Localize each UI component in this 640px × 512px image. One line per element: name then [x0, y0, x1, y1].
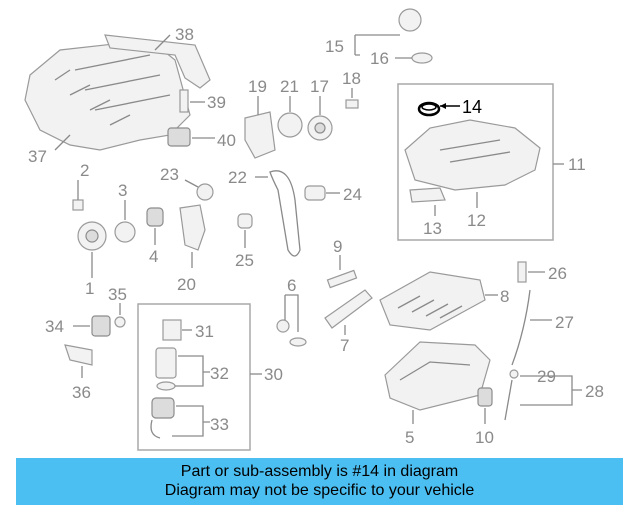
callout-32[interactable]: 32 [210, 364, 229, 383]
part-29[interactable] [504, 369, 519, 421]
part-20[interactable] [179, 204, 206, 251]
callout-1[interactable]: 1 [85, 279, 94, 298]
part-31[interactable] [162, 319, 182, 341]
callout-39[interactable]: 39 [207, 93, 226, 112]
part-14-seal[interactable] [417, 101, 441, 117]
part-21[interactable] [277, 112, 303, 138]
part-35[interactable] [114, 316, 126, 328]
callout-21[interactable]: 21 [280, 77, 299, 96]
part-10[interactable] [477, 387, 493, 407]
callout-14[interactable]: 14 [462, 97, 482, 117]
banner-line-disclaimer: Diagram may not be specific to your vehi… [164, 482, 475, 499]
callout-17[interactable]: 17 [310, 77, 329, 96]
part-valve-cover[interactable] [404, 119, 541, 191]
part-33-housing[interactable] [150, 397, 175, 439]
banner-line-part-info: Part or sub-assembly is #14 in diagram [180, 463, 459, 480]
callout-40[interactable]: 40 [217, 131, 236, 150]
part-32-filter[interactable] [155, 347, 177, 391]
callout-35[interactable]: 35 [108, 285, 127, 304]
part-18[interactable] [345, 99, 359, 109]
callout-6[interactable]: 6 [287, 276, 296, 295]
part-intake-manifold[interactable] [24, 39, 191, 151]
callout-30[interactable]: 30 [264, 365, 283, 384]
part-intake-gasket[interactable] [104, 34, 211, 89]
part-1-pulley[interactable] [77, 221, 107, 251]
info-banner: Part or sub-assembly is #14 in diagram D… [16, 458, 623, 505]
part-4[interactable] [146, 207, 164, 227]
callout-9[interactable]: 9 [333, 237, 342, 256]
part-40[interactable] [167, 127, 191, 147]
part-34[interactable] [91, 315, 111, 337]
callout-23[interactable]: 23 [160, 165, 179, 184]
part-27-dipstick-tube[interactable] [511, 289, 531, 366]
part-7[interactable] [324, 289, 373, 329]
callout-33[interactable]: 33 [210, 415, 229, 434]
part-26[interactable] [517, 261, 527, 283]
valve-cover-assembly-box [397, 83, 554, 241]
exploded-parts-diagram: 37 38 39 40 2 1 3 4 20 [24, 8, 604, 451]
part-23[interactable] [196, 183, 214, 201]
callout-31[interactable]: 31 [195, 322, 214, 341]
callout-5[interactable]: 5 [405, 428, 414, 447]
callout-4[interactable]: 4 [149, 247, 158, 266]
callout-27[interactable]: 27 [555, 313, 574, 332]
callout-26[interactable]: 26 [548, 264, 567, 283]
part-22-belt[interactable] [269, 170, 301, 257]
part-6[interactable] [276, 319, 307, 347]
callout-25[interactable]: 25 [235, 251, 254, 270]
part-9[interactable] [326, 269, 358, 289]
part-13[interactable] [409, 187, 446, 203]
callout-11[interactable]: 11 [568, 155, 586, 174]
callout-13[interactable]: 13 [423, 219, 442, 238]
callout-29[interactable]: 29 [537, 367, 556, 386]
callout-19[interactable]: 19 [248, 77, 267, 96]
part-39[interactable] [179, 89, 189, 113]
part-19[interactable] [244, 111, 276, 159]
part-25[interactable] [237, 213, 253, 229]
part-24[interactable] [304, 185, 326, 201]
part-2-bolt[interactable] [72, 180, 84, 211]
callout-7[interactable]: 7 [340, 336, 349, 355]
part-8-gasket[interactable] [379, 271, 486, 331]
part-5-oil-pan[interactable] [384, 341, 491, 411]
callout-34[interactable]: 34 [45, 317, 64, 336]
callout-18[interactable]: 18 [342, 69, 361, 88]
callout-10[interactable]: 10 [475, 428, 494, 447]
part-36[interactable] [64, 344, 93, 366]
part-16-cap[interactable] [398, 8, 433, 64]
callout-38[interactable]: 38 [175, 25, 194, 44]
callout-20[interactable]: 20 [177, 275, 196, 294]
callout-15[interactable]: 15 [325, 37, 344, 56]
callout-2[interactable]: 2 [80, 161, 89, 180]
callout-37[interactable]: 37 [28, 147, 47, 166]
part-3[interactable] [114, 221, 136, 243]
callout-8[interactable]: 8 [500, 287, 509, 306]
oil-filter-assembly-box [137, 303, 251, 451]
callout-24[interactable]: 24 [343, 185, 362, 204]
callout-28[interactable]: 28 [585, 382, 604, 401]
callout-22[interactable]: 22 [228, 168, 247, 187]
callout-36[interactable]: 36 [72, 383, 91, 402]
callout-3[interactable]: 3 [118, 181, 127, 200]
callout-16[interactable]: 16 [370, 49, 389, 68]
part-17-sprocket[interactable] [307, 115, 333, 141]
callout-12[interactable]: 12 [467, 211, 486, 230]
